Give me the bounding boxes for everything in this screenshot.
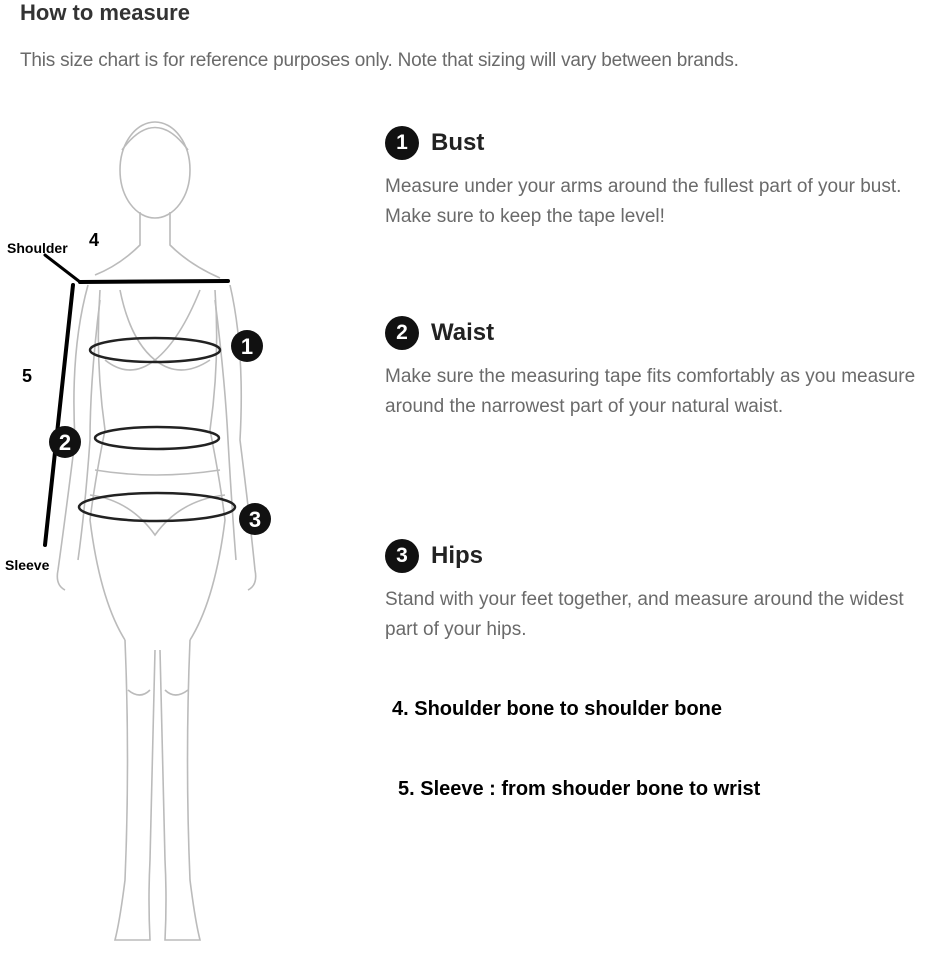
step-description: Make sure the measuring tape fits comfor… [385, 366, 916, 417]
marker-1: 1 [231, 330, 263, 362]
hip-tape [77, 491, 237, 523]
shoulder-label: Shoulder [7, 240, 68, 256]
step-number-badge: 3 [385, 539, 419, 573]
page-title: How to measure [20, 0, 190, 25]
svg-text:3: 3 [249, 507, 261, 532]
sleeve-line [43, 283, 75, 547]
svg-text:1: 1 [241, 334, 253, 359]
step-title: Waist [431, 319, 495, 346]
note-sleeve: 5. Sleeve : from shouder bone to wrist [398, 778, 761, 800]
marker-3: 3 [239, 503, 271, 535]
disclaimer-text: This size chart is for reference purpose… [20, 50, 739, 71]
step-title: Hips [431, 542, 484, 569]
step-hips: 3 Hips Stand with your feet together, an… [385, 539, 925, 645]
body-figure-illustration: 1 2 3 [43, 121, 271, 941]
sleeve-label: Sleeve [5, 557, 50, 573]
bust-tape [88, 336, 222, 364]
waist-tape [93, 425, 221, 451]
step-description: Stand with your feet together, and measu… [385, 589, 904, 640]
marker-2: 2 [49, 426, 81, 458]
note-shoulder: 4. Shoulder bone to shoulder bone [392, 698, 723, 720]
step-title: Bust [431, 129, 485, 156]
step-description: Measure under your arms around the fulle… [385, 176, 902, 227]
step-number-badge: 1 [385, 126, 419, 160]
label-4: 4 [89, 230, 100, 250]
label-5: 5 [22, 366, 33, 386]
step-waist: 2 Waist Make sure the measuring tape fit… [385, 316, 925, 422]
step-number-badge: 2 [385, 316, 419, 350]
step-bust: 1 Bust Measure under your arms around th… [385, 126, 905, 232]
shoulder-line [78, 279, 230, 284]
svg-text:2: 2 [59, 430, 71, 455]
